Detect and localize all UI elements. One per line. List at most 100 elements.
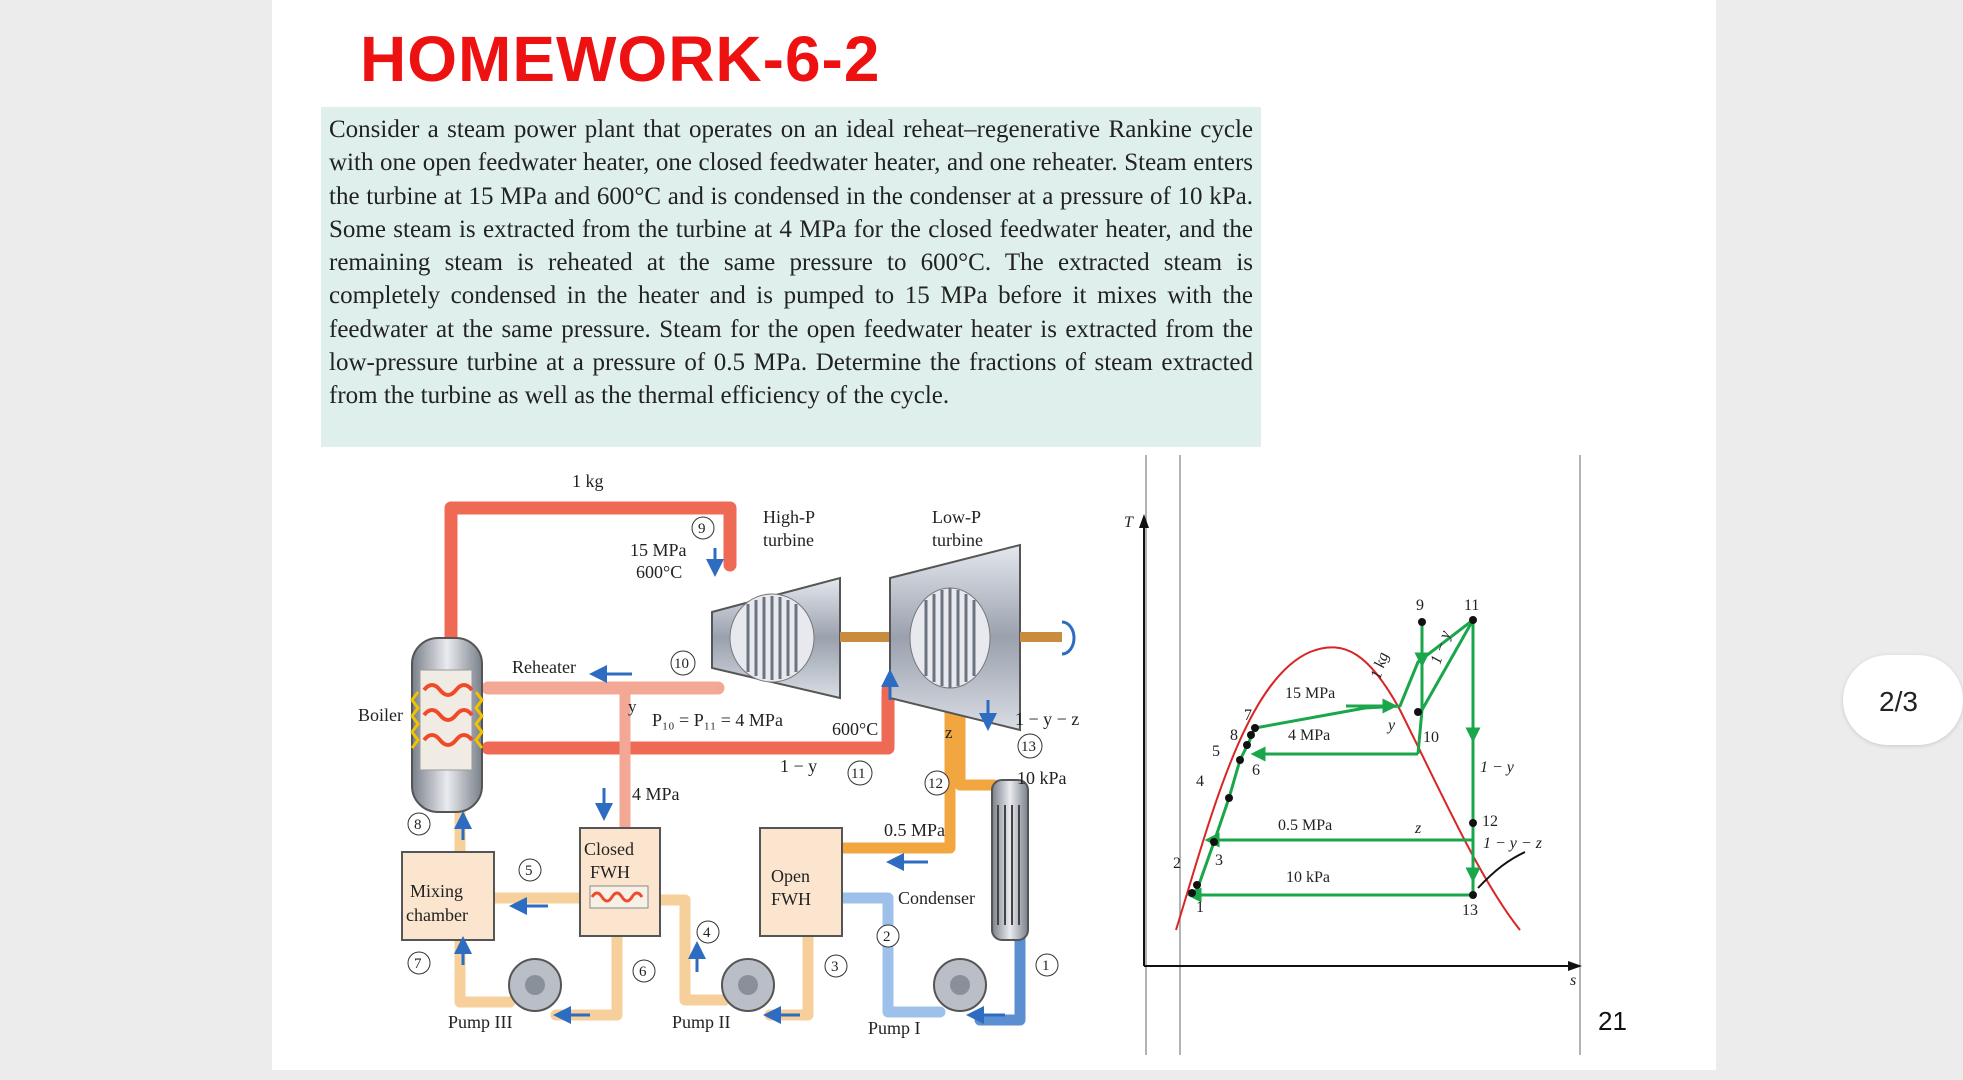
state-1: 1 xyxy=(1035,953,1059,977)
t-axis-arrow-icon xyxy=(1139,514,1149,528)
svg-text:2: 2 xyxy=(883,929,891,945)
hp-expansion-step xyxy=(1416,709,1424,755)
open-fwh-label-1: Open xyxy=(771,866,810,886)
state-2: 2 xyxy=(876,924,900,948)
frac-z: z xyxy=(945,723,953,742)
svg-text:3: 3 xyxy=(831,959,839,975)
svg-text:11: 11 xyxy=(1464,597,1479,614)
iso-05-label: 0.5 MPa xyxy=(1278,817,1332,834)
svg-text:5: 5 xyxy=(1212,743,1220,760)
hp-turbine-label-2: turbine xyxy=(763,530,814,550)
rotation-arrow-icon xyxy=(1061,620,1076,656)
problem-statement: Consider a steam power plant that operat… xyxy=(321,107,1261,447)
ts-flow-1my-right: 1 − y xyxy=(1480,759,1515,776)
pump-one xyxy=(933,958,987,1012)
state-10: 10 xyxy=(670,650,696,676)
page-number: 21 xyxy=(1598,1006,1627,1036)
state-6: 6 xyxy=(632,959,656,983)
svg-text:8: 8 xyxy=(414,817,422,833)
closed-pressure: 4 MPa xyxy=(632,784,680,804)
svg-text:3: 3 xyxy=(1215,852,1223,869)
ts-points xyxy=(1188,616,1477,899)
s-axis-arrow-icon xyxy=(1568,961,1582,971)
mixing-label-1: Mixing xyxy=(410,881,463,901)
iso-10k-label: 10 kPa xyxy=(1286,869,1330,886)
svg-text:13: 13 xyxy=(1021,739,1036,755)
shaft xyxy=(840,632,890,642)
state-8: 8 xyxy=(407,812,431,836)
state-5: 5 xyxy=(518,858,542,882)
reheat-temp: 600°C xyxy=(832,719,878,739)
frac-1myz: 1 − y − z xyxy=(1015,709,1079,729)
pump1-label: Pump I xyxy=(868,1018,921,1038)
mixing-chamber xyxy=(401,851,495,941)
lp-turbine-label-1: Low-P xyxy=(932,507,981,527)
isentropic-tail xyxy=(1477,851,1526,889)
frac-y: y xyxy=(628,697,637,716)
iso-4-label: 4 MPa xyxy=(1288,727,1330,744)
closed-fwh-label-1: Closed xyxy=(584,839,634,859)
state-4: 4 xyxy=(696,920,720,944)
svg-text:6: 6 xyxy=(639,964,647,980)
svg-text:12: 12 xyxy=(1482,813,1498,830)
svg-text:5: 5 xyxy=(525,863,533,879)
boiler-label: Boiler xyxy=(358,705,403,725)
state-13: 13 xyxy=(1017,733,1043,759)
state-12: 12 xyxy=(924,770,950,796)
t-axis-label: T xyxy=(1124,514,1134,531)
svg-text:13: 13 xyxy=(1462,902,1478,919)
open-fwh xyxy=(759,827,843,937)
state-11: 11 xyxy=(847,760,873,786)
page-indicator-label: 2/3 xyxy=(1879,686,1918,717)
page-indicator-tab[interactable]: 2/3 xyxy=(1843,655,1963,745)
mass-label: 1 kg xyxy=(572,471,604,491)
open-pressure: 0.5 MPa xyxy=(884,820,945,840)
svg-text:8: 8 xyxy=(1230,727,1238,744)
state-markers: 1 2 3 4 5 6 7 8 9 10 11 12 13 xyxy=(407,516,1059,983)
schematic-labels: 1 kg High-P turbine Low-P turbine 15 MPa… xyxy=(358,471,1079,1038)
closed-fwh xyxy=(579,827,661,937)
svg-text:4: 4 xyxy=(1196,773,1204,790)
svg-text:1: 1 xyxy=(1042,958,1050,974)
condenser-label: Condenser xyxy=(898,888,975,908)
pump3-label: Pump III xyxy=(448,1012,513,1032)
svg-text:9: 9 xyxy=(1416,597,1424,614)
pump2-label: Pump II xyxy=(672,1012,731,1032)
iso-15-label: 15 MPa xyxy=(1285,685,1335,702)
ts-flow-1myz: 1 − y − z xyxy=(1483,835,1543,852)
inlet-pressure: 15 MPa xyxy=(630,540,687,560)
pump-two xyxy=(721,958,775,1012)
s-axis-label: s xyxy=(1570,972,1576,989)
ts-point-labels: 1 2 3 4 5 6 7 8 9 10 11 12 13 xyxy=(1173,597,1498,919)
state-7: 7 xyxy=(407,951,431,975)
state-3: 3 xyxy=(824,954,848,978)
frac-1my: 1 − y xyxy=(780,756,817,776)
hp-turbine xyxy=(711,576,841,700)
hp-turbine-label-1: High-P xyxy=(763,507,815,527)
ts-flow-1kg: 1 kg xyxy=(1368,650,1393,681)
pump-three xyxy=(508,958,562,1012)
mixing-label-2: chamber xyxy=(406,905,468,925)
ts-diagram: T s xyxy=(1124,455,1582,1055)
saturation-dome xyxy=(1175,646,1521,931)
svg-text:1: 1 xyxy=(1196,899,1204,916)
lp-turbine-label-2: turbine xyxy=(932,530,983,550)
svg-text:10: 10 xyxy=(674,656,689,672)
flow-arrows xyxy=(454,548,1005,1024)
reheater-label: Reheater xyxy=(512,657,576,677)
svg-text:12: 12 xyxy=(928,776,943,792)
condenser xyxy=(991,779,1029,941)
output-shaft xyxy=(1020,632,1062,642)
svg-text:11: 11 xyxy=(851,766,865,782)
svg-text:7: 7 xyxy=(1244,707,1252,724)
slide-title: HOMEWORK-6-2 xyxy=(360,23,881,95)
ts-flow-z: z xyxy=(1414,820,1422,837)
svg-text:7: 7 xyxy=(414,956,422,972)
figure: 1 kg High-P turbine Low-P turbine 15 MPa… xyxy=(358,455,1582,1055)
svg-text:2: 2 xyxy=(1173,855,1181,872)
condenser-pressure: 10 kPa xyxy=(1017,768,1067,788)
ts-flow-y: y xyxy=(1386,717,1396,734)
svg-text:6: 6 xyxy=(1252,762,1260,779)
extraction-pressure: P₁₀ = P₁₁ = 4 MPa xyxy=(652,710,783,730)
open-fwh-label-2: FWH xyxy=(771,889,811,909)
